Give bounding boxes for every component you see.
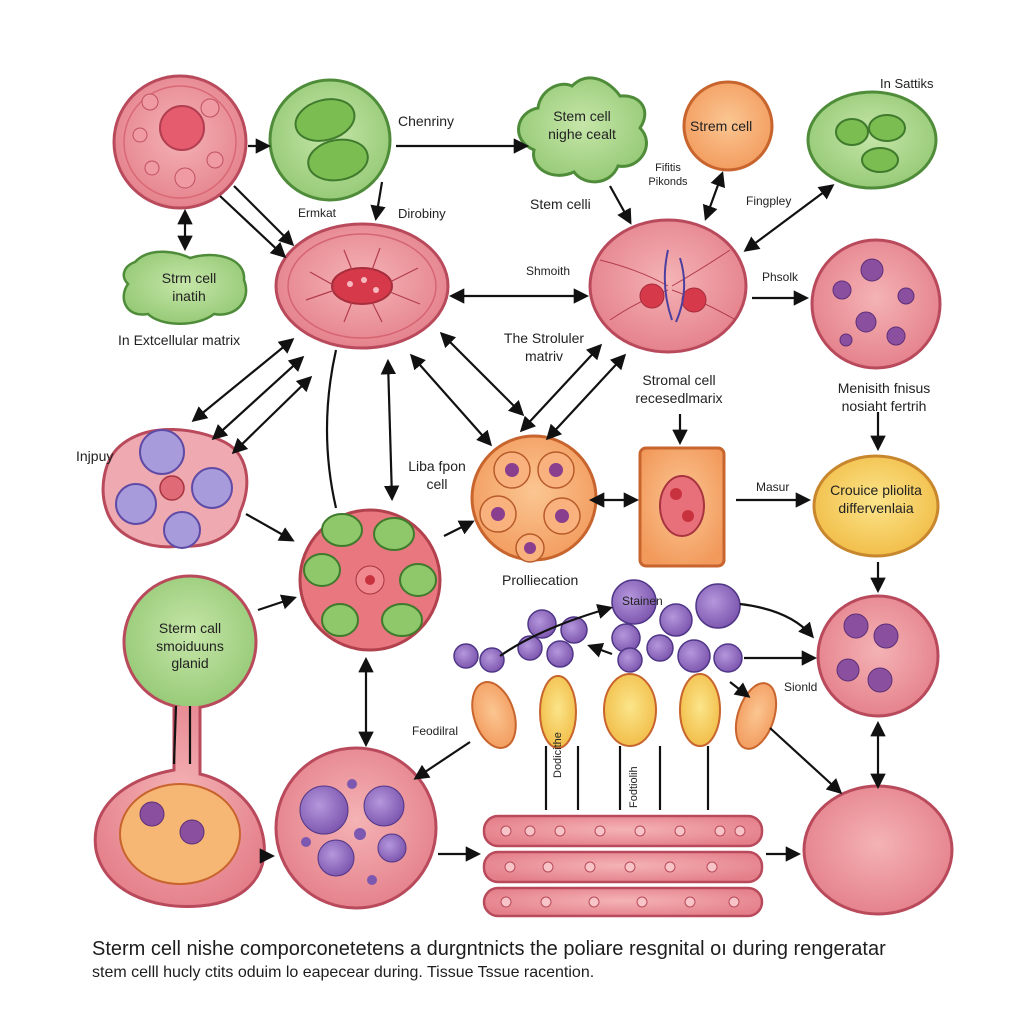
label-stem-celli: Stem celli: [530, 196, 591, 212]
label-strm-cell-inatih: Strm cell inatih: [161, 270, 217, 304]
label-fifitis-pikonds: Fifitis Pikonds: [648, 162, 688, 188]
label-feodilral: Feodilral: [412, 724, 459, 738]
label-stem-niche-blob: Stem cell nighe cealt: [548, 108, 616, 142]
caption-line-2: stem celll hucly ctits oduim lo eapecear…: [92, 964, 595, 981]
label-ermkat: Ermkat: [298, 206, 337, 220]
label-in-sattiks: In Sattiks: [880, 76, 934, 91]
label-sterm-call: Sterm call smoiduuns glanid: [156, 620, 224, 671]
label-dirobiny: Dirobiny: [398, 206, 446, 221]
mixed-cell-cluster: [298, 508, 442, 652]
label-chenriny: Chenriny: [398, 113, 455, 129]
pink-cell-top-left: [112, 74, 248, 210]
label-masur: Masur: [756, 480, 790, 494]
caption-line-1: Sterm cell nishe comporconetetens a durg…: [92, 938, 886, 960]
pink-spotted-cell-right: [810, 238, 942, 370]
label-shmoith: Shmoith: [526, 264, 571, 278]
label-phsolk: Phsolk: [762, 270, 799, 284]
label-stainen: Stainen: [622, 594, 663, 608]
green-blob-left: [122, 250, 248, 325]
yellow-oval-cells: [471, 673, 778, 750]
label-stromal-cell: Stromal cell recesedlmarix: [635, 372, 723, 406]
label-strem-cell: Strem cell: [690, 118, 753, 134]
label-the-stroluler: The Stroluler matriv: [503, 330, 585, 364]
label-fodtiolih: Fodtiolih: [628, 766, 640, 808]
green-cell-top: [268, 78, 392, 202]
pink-spotted-cell-lower-right: [816, 594, 940, 718]
label-proliecation: Prolliecation: [502, 572, 579, 588]
large-pink-cell-bottom-right: [802, 784, 954, 916]
label-fingpley: Fingpley: [746, 194, 792, 208]
tissue-tubes: [482, 814, 764, 918]
central-pink-cell: [274, 222, 450, 350]
pink-cell-right-center: [588, 218, 748, 354]
label-liba-fpon: Liba fpon cell: [408, 458, 466, 492]
arrows: [172, 138, 886, 864]
green-cell-top-right: [806, 90, 938, 190]
purple-cell-chain: [453, 579, 743, 673]
label-injpuy: Injpuy: [76, 448, 114, 464]
orange-stem-cell: [682, 80, 774, 172]
gland-duct-cell: [93, 706, 266, 909]
orange-cell-cluster: [470, 434, 598, 563]
purple-granule-cell: [274, 746, 438, 910]
label-crouice: Crouice pliolita differvenlaia: [830, 482, 922, 516]
label-menisith: Menisith fnisus nosiaht fertrih: [837, 380, 931, 414]
stem-cell-niche-blob: [517, 76, 648, 184]
injury-cell-cluster: [101, 427, 249, 549]
label-dodicithe: Dodicithe: [552, 732, 564, 778]
label-sionld: Sionld: [784, 680, 818, 694]
yellow-differentiating-cell: [812, 454, 940, 558]
label-in-extcellular: In Extcellular matrix: [118, 332, 241, 348]
orange-rectangular-cell: [638, 446, 726, 568]
